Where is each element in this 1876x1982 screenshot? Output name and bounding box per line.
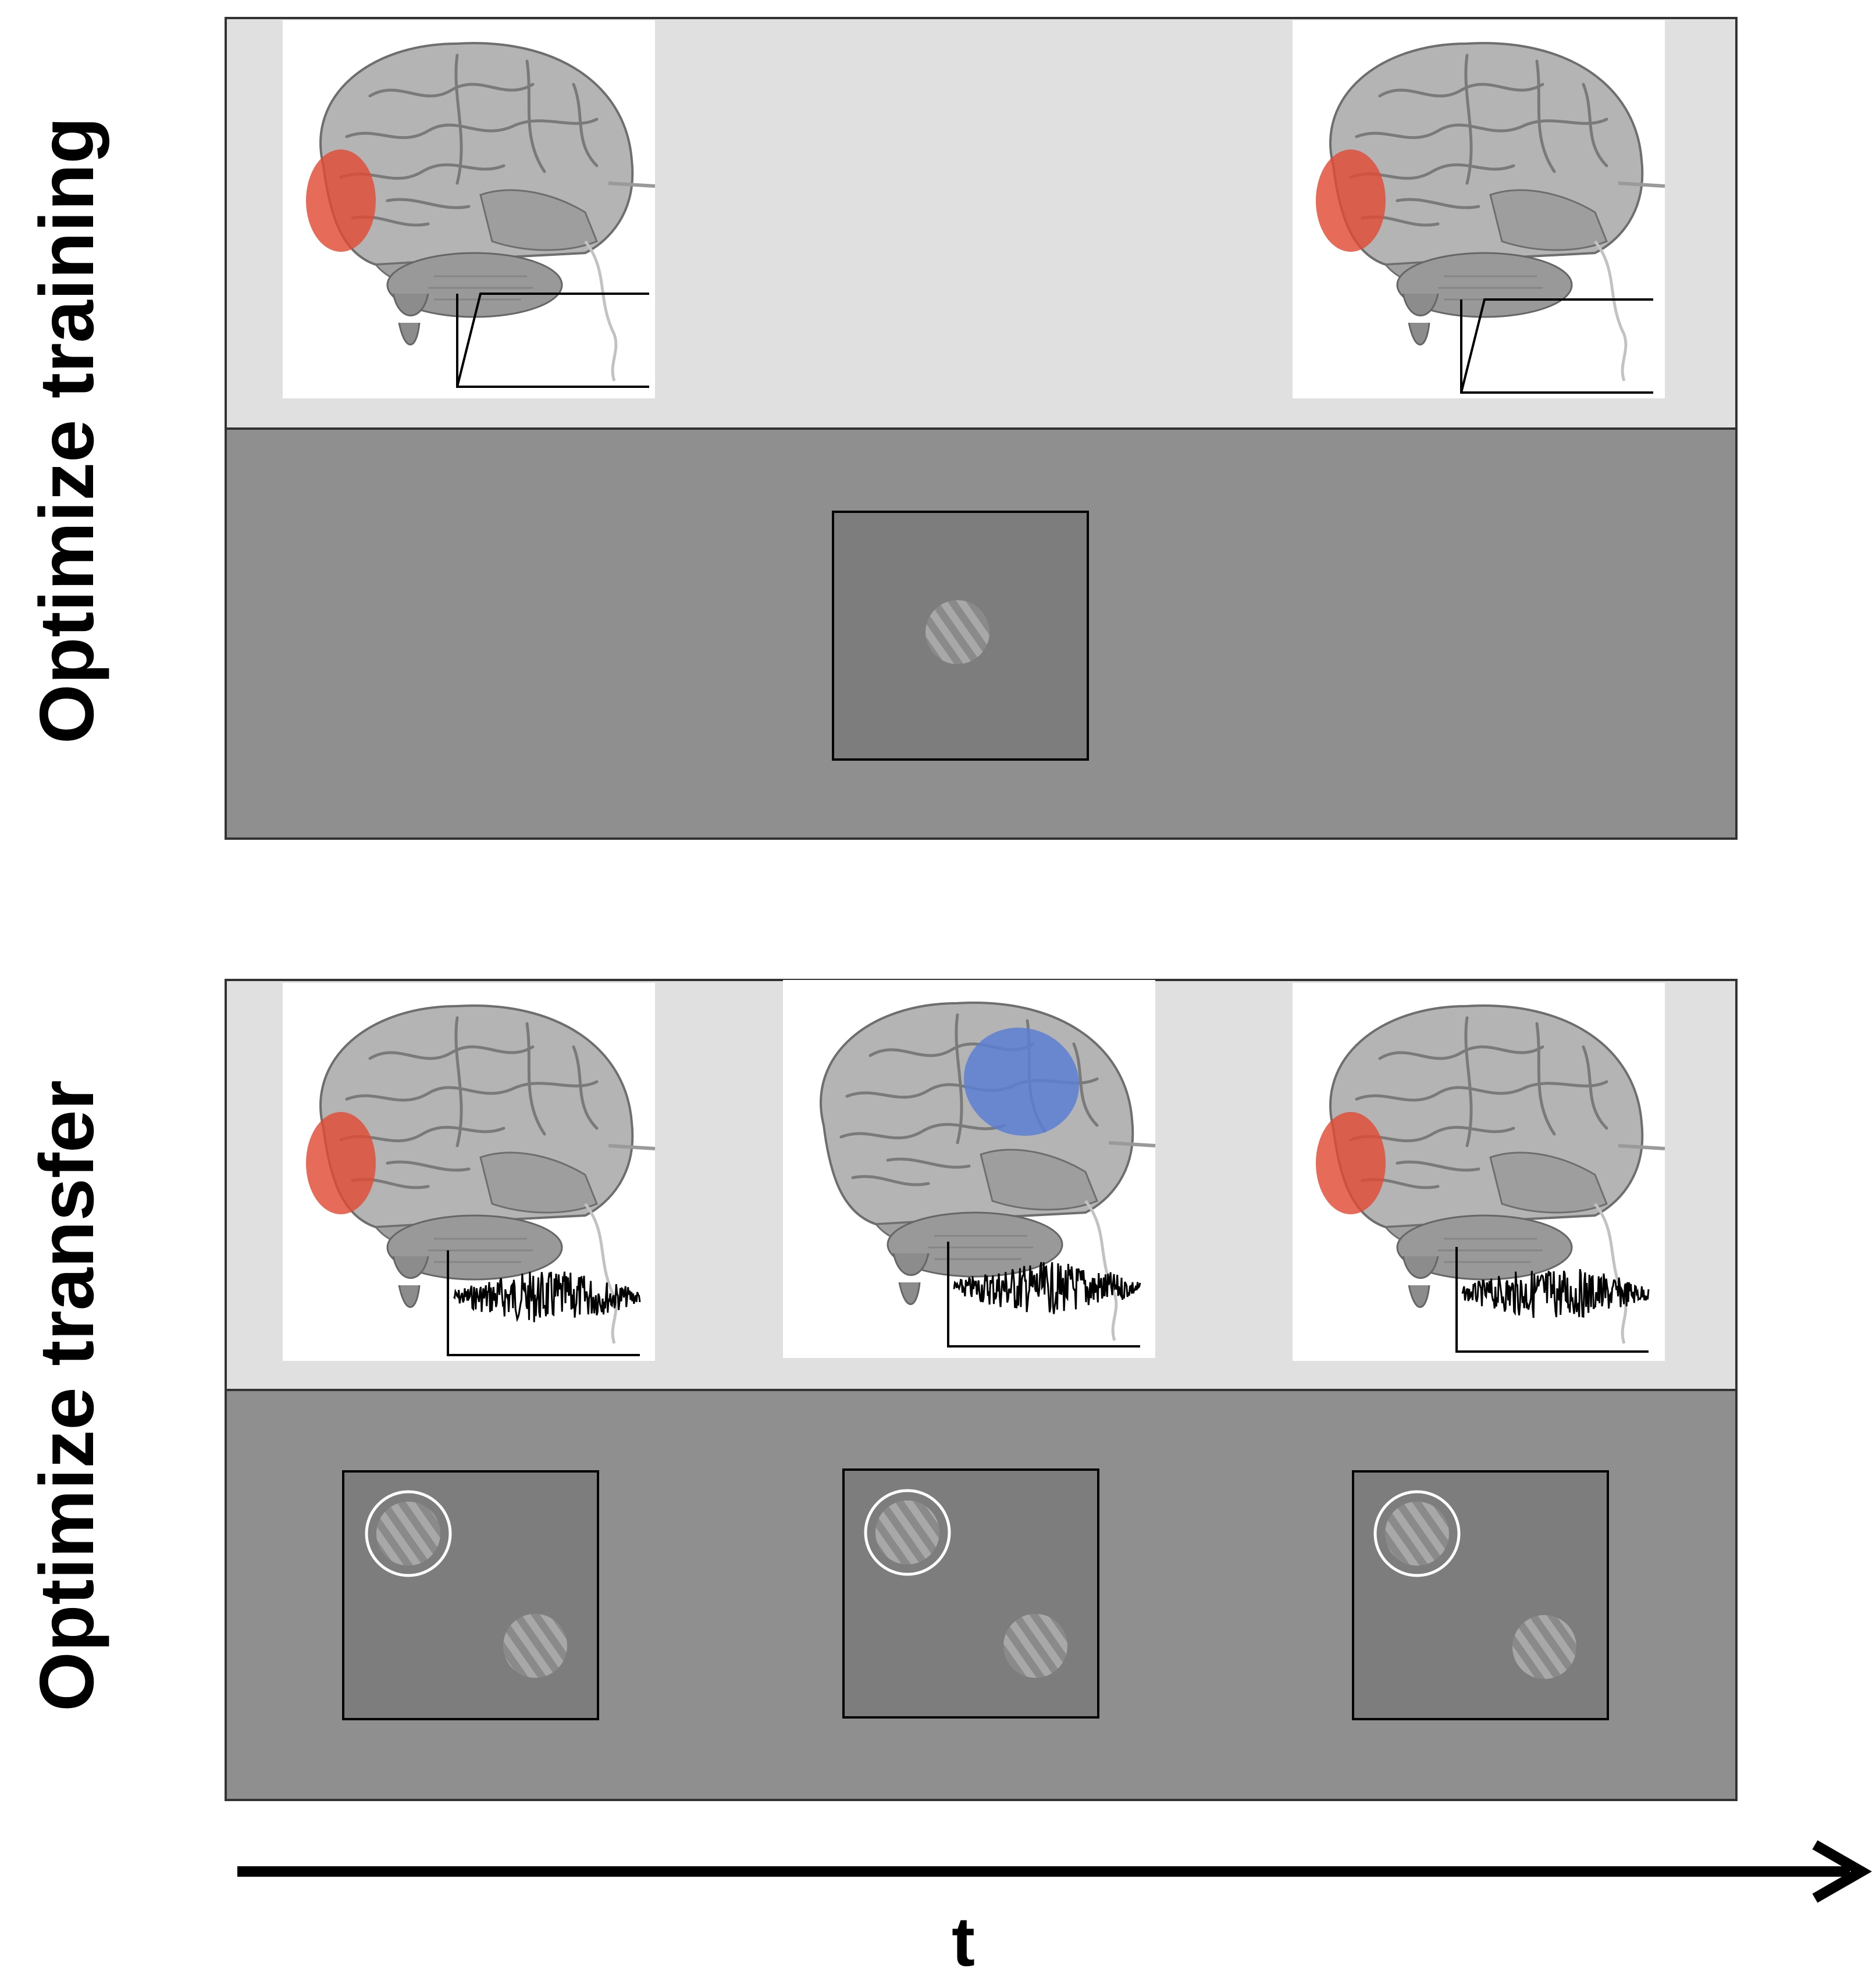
cue-ring: [365, 1490, 452, 1577]
occipital-target-region: [306, 1112, 376, 1214]
time-arrow-head: [1812, 1840, 1873, 1903]
noise-waveform: [453, 1271, 641, 1322]
occipital-target-region: [306, 149, 376, 252]
optimize-transfer-panel: [225, 979, 1738, 1801]
occipital-target-region: [1316, 1112, 1386, 1214]
stimulus-screen: [842, 1468, 1099, 1719]
grating-stimulus-cued: [875, 1500, 939, 1564]
noise-waveform-inset: [447, 1249, 641, 1356]
grating-stimulus: [925, 600, 989, 664]
stimulation-frame-left: [283, 20, 655, 398]
parietal-target-region: [963, 1028, 1080, 1136]
stimulus-screen-center: [842, 1468, 1099, 1719]
noise-waveform-inset: [1455, 1246, 1650, 1353]
occipital-target-region: [1316, 149, 1386, 252]
stimulus-screen: [342, 1470, 599, 1720]
grating-stimulus-cued: [1385, 1502, 1449, 1566]
stimulation-frame-right: [1293, 983, 1665, 1361]
noise-waveform: [953, 1261, 1141, 1314]
cue-ring: [1373, 1490, 1461, 1577]
cue-ring: [864, 1489, 951, 1576]
optimize-training-panel: [225, 17, 1738, 840]
stimulus-screen-right: [1352, 1470, 1609, 1720]
noise-waveform-inset: [947, 1240, 1141, 1348]
stimulation-frame-right: [1293, 20, 1665, 398]
grating-stimulus: [1512, 1615, 1576, 1679]
stimulation-frame-center: [783, 980, 1155, 1358]
time-axis: t: [237, 1840, 1873, 1981]
time-axis-label: t: [952, 1903, 975, 1981]
grating-stimulus: [1003, 1614, 1067, 1678]
row-label-optimize-training: Optimize training: [24, 117, 109, 744]
stimulus-screen: [1352, 1470, 1609, 1720]
row-label-optimize-transfer: Optimize transfer: [24, 1080, 109, 1712]
stimulus-screen-center: [832, 511, 1089, 761]
stimulation-frame-left: [283, 983, 655, 1361]
stimulus-screen-left: [342, 1470, 599, 1720]
grating-stimulus: [503, 1614, 567, 1678]
grating-stimulus-cued: [376, 1502, 440, 1566]
noise-waveform: [1461, 1269, 1650, 1318]
